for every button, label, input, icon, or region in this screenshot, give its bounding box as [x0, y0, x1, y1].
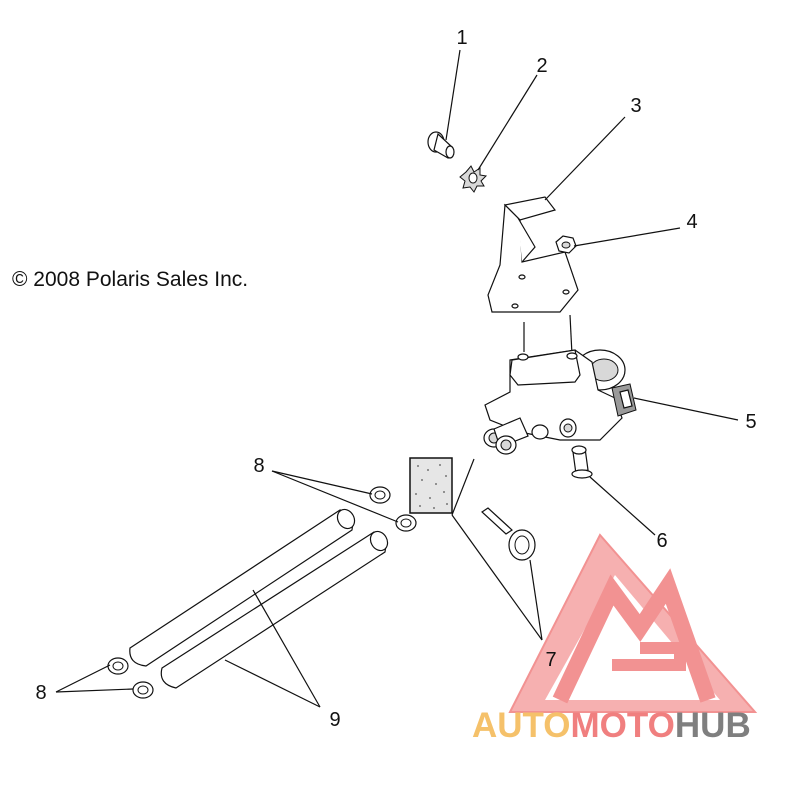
callout-5: 5 — [745, 411, 756, 433]
callout-4: 4 — [686, 211, 697, 233]
part-5-valve-assembly — [483, 314, 637, 455]
watermark-logo — [508, 533, 758, 713]
part-4-nut — [555, 235, 577, 254]
callout-1: 1 — [456, 27, 467, 49]
watermark-hub: HUB — [675, 706, 751, 745]
callout-2: 2 — [536, 55, 547, 77]
leader-lines — [55, 49, 739, 708]
svg-text:AUTOMOTOHUB: AUTOMOTOHUB — [472, 706, 751, 745]
callout-9: 9 — [329, 709, 340, 731]
part-7-clamp — [481, 507, 536, 561]
part-3-bracket — [487, 196, 579, 313]
part-2-star-washer — [459, 165, 488, 193]
copyright-text: © 2008 Polaris Sales Inc. — [12, 268, 249, 291]
part-9-hoses — [129, 508, 389, 689]
watermark-moto: MOTO — [571, 706, 675, 745]
part-8-hose-clamps — [107, 486, 417, 699]
callout-numbers: 1 2 3 4 5 6 7 8 8 9 — [35, 27, 756, 731]
callout-3: 3 — [630, 95, 641, 117]
callout-6: 6 — [656, 530, 667, 552]
part-1-bolt — [427, 131, 455, 159]
callout-8-lower: 8 — [35, 682, 46, 704]
watermark-auto: AUTO — [472, 706, 571, 745]
callout-7: 7 — [545, 649, 556, 671]
part-6-bolt — [571, 445, 593, 479]
part-7-filter-pad — [409, 457, 453, 514]
callout-8-upper: 8 — [253, 455, 264, 477]
watermark-wordmark: AUTOMOTOHUB — [472, 706, 751, 745]
